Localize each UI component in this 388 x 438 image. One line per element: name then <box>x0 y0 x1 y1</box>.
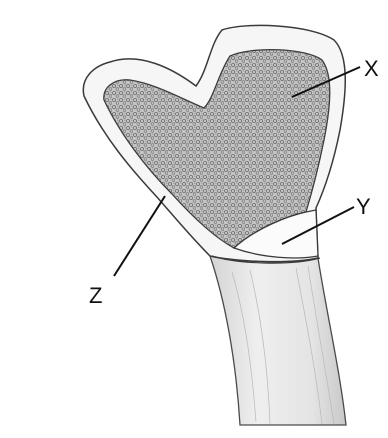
leader-line-z <box>114 196 165 276</box>
label-x: X <box>364 56 379 81</box>
bone-shaft <box>210 256 346 425</box>
label-z: Z <box>89 283 102 308</box>
label-y: Y <box>356 194 371 219</box>
